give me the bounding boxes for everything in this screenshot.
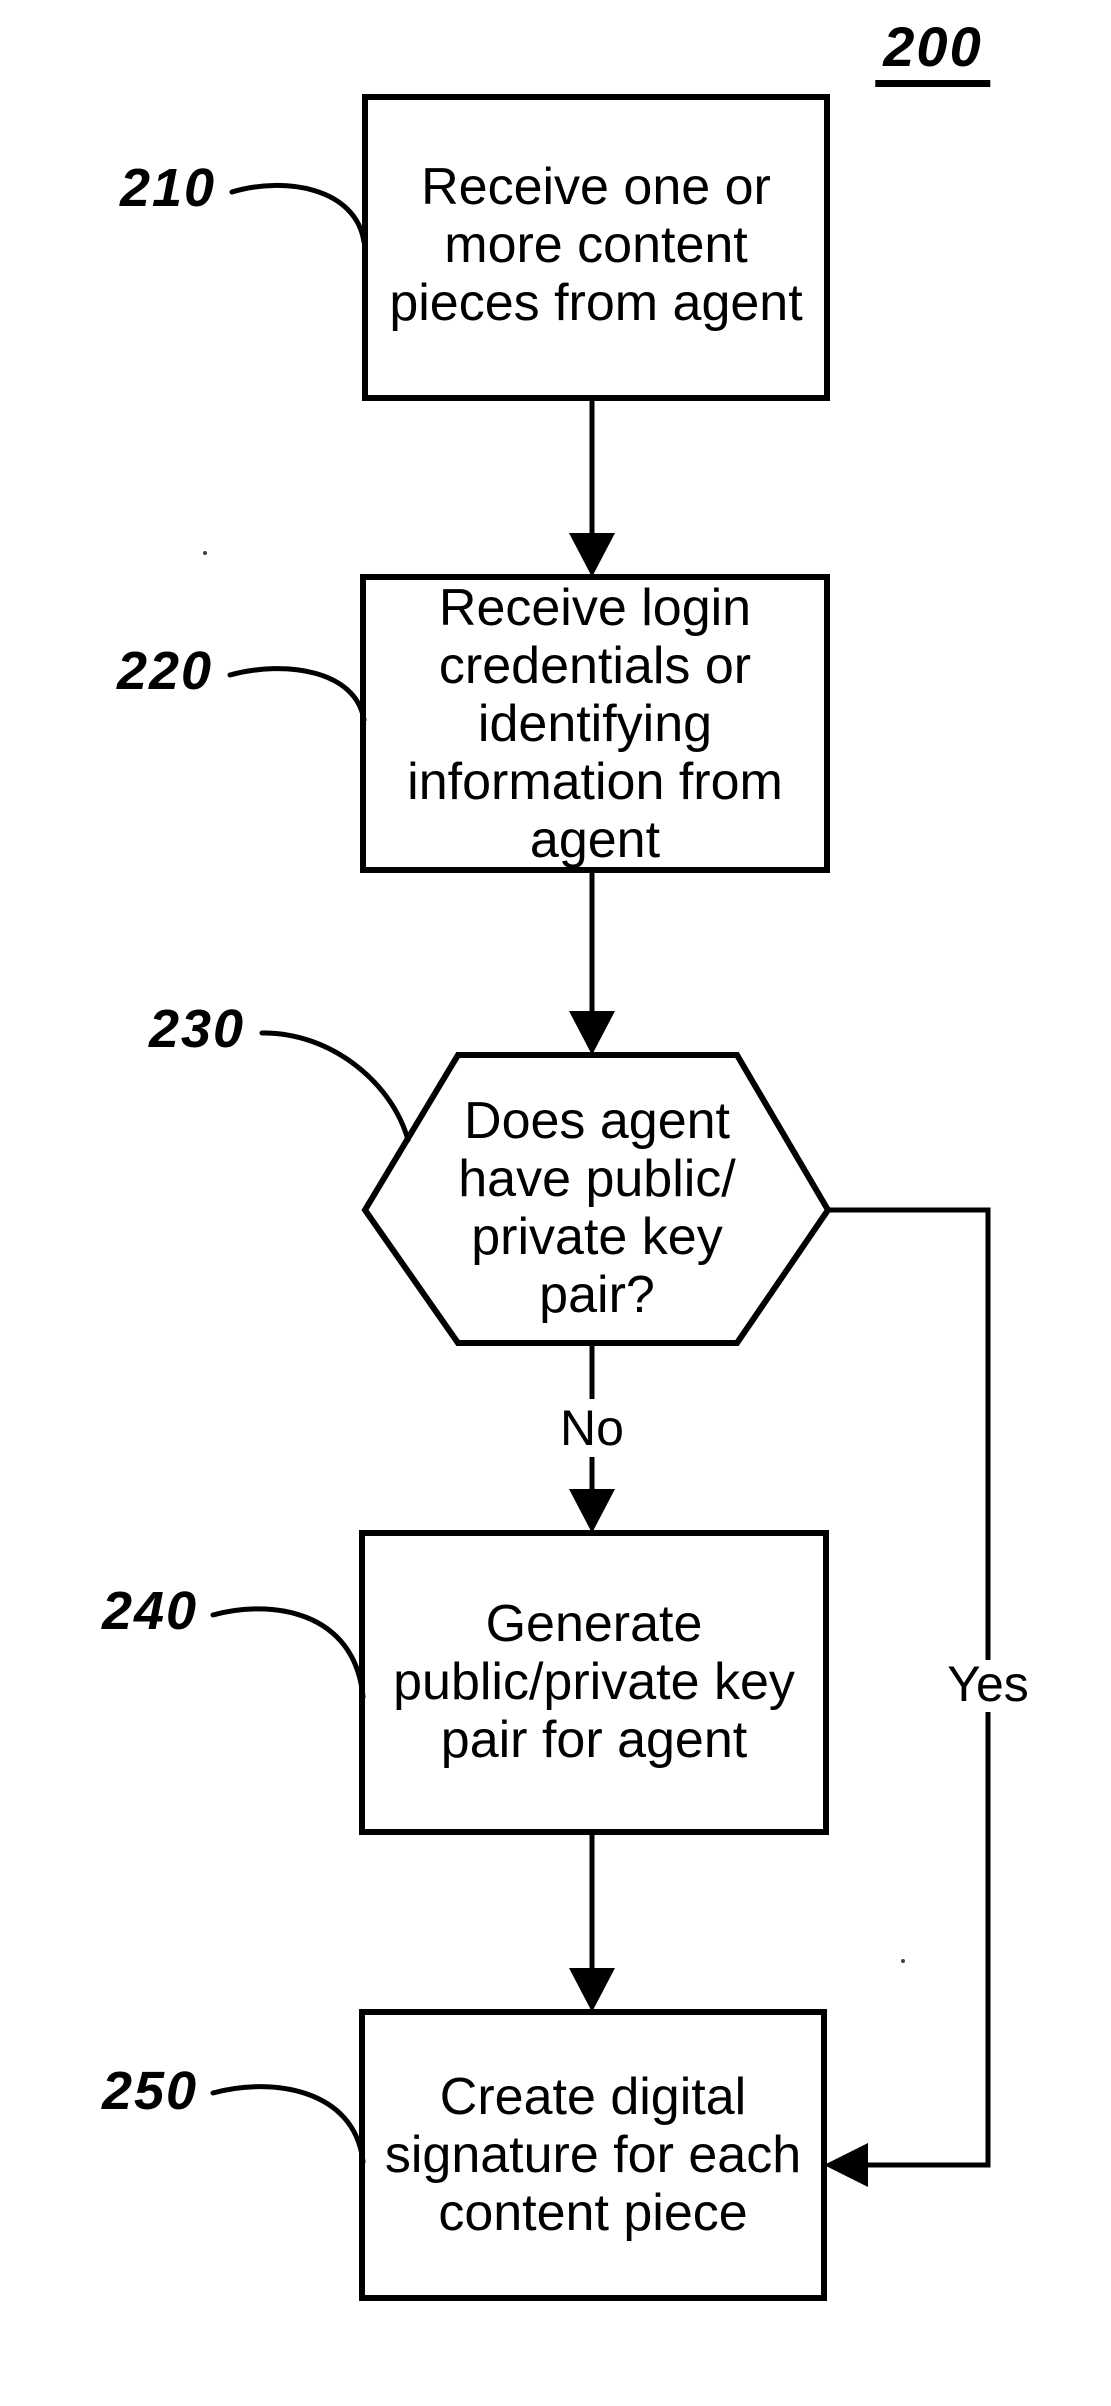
leader-line-220: [227, 666, 367, 723]
hexagon-230-outline: [361, 1052, 832, 1346]
node-230-label: Does agent have public/ private key pair…: [458, 1092, 736, 1324]
leader-line-210: [229, 182, 367, 245]
yes-branch-label: Yes: [947, 1656, 1029, 1712]
connector-yes-lower: [862, 1712, 991, 2168]
box-210-outline: [362, 94, 830, 401]
scan-speck: [901, 1959, 905, 1963]
scan-speck: [203, 551, 207, 555]
node-250-label: Create digital signature for each conten…: [384, 2068, 802, 2242]
ref-numeral-240: 240: [101, 1581, 199, 1641]
arrowhead-240-250: [569, 1968, 615, 2012]
node-240-label: Generate public/private key pair for age…: [393, 1595, 795, 1769]
node-220-label: Receive login credentials or identifying…: [407, 579, 783, 869]
ref-numeral-230: 230: [148, 999, 246, 1059]
ref-numeral-210: 210: [119, 158, 217, 218]
box-220-outline: [360, 574, 830, 873]
arrowhead-230-240: [569, 1489, 615, 1533]
leader-line-250: [210, 2084, 366, 2165]
leader-line-230: [259, 1030, 411, 1143]
ref-numeral-250: 250: [101, 2061, 199, 2121]
connector-yes-upper: [828, 1207, 991, 1660]
arrowhead-220-230: [569, 1011, 615, 1055]
no-branch-label: No: [560, 1400, 624, 1456]
arrowhead-210-220: [569, 533, 615, 577]
figure-reference: 200: [875, 19, 991, 87]
arrowhead-230-250: [824, 2143, 868, 2187]
node-210-label: Receive one or more content pieces from …: [389, 158, 803, 332]
leader-line-240: [210, 1606, 366, 1700]
ref-numeral-220: 220: [116, 641, 214, 701]
